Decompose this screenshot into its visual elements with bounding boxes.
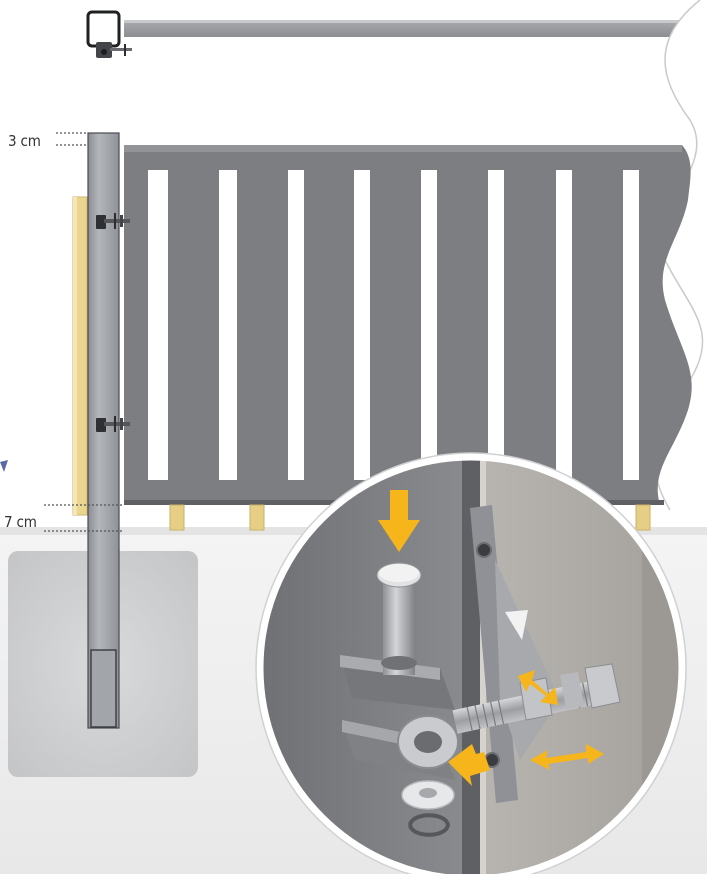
hinge-detail-zoom xyxy=(255,452,687,879)
hinge-bracket-icon xyxy=(96,213,130,229)
ground-clearance-label: 7 cm xyxy=(4,513,37,531)
post-foot xyxy=(90,649,117,728)
dimension-lines xyxy=(44,132,124,532)
double-arrow-icon xyxy=(518,670,558,705)
arrow-down-icon xyxy=(378,490,420,552)
slat-gaps xyxy=(148,170,639,480)
wood-stakes xyxy=(169,504,651,531)
top-clearance-label: 3 cm xyxy=(8,132,41,150)
edge-mark xyxy=(0,460,8,472)
double-arrow-icon xyxy=(530,744,604,770)
arrow-diagonal-icon xyxy=(448,744,490,786)
top-rail xyxy=(124,20,690,37)
post-cap-bracket-icon xyxy=(86,10,132,58)
hinge-bracket-icon xyxy=(96,416,130,432)
gate-panel xyxy=(124,145,692,505)
